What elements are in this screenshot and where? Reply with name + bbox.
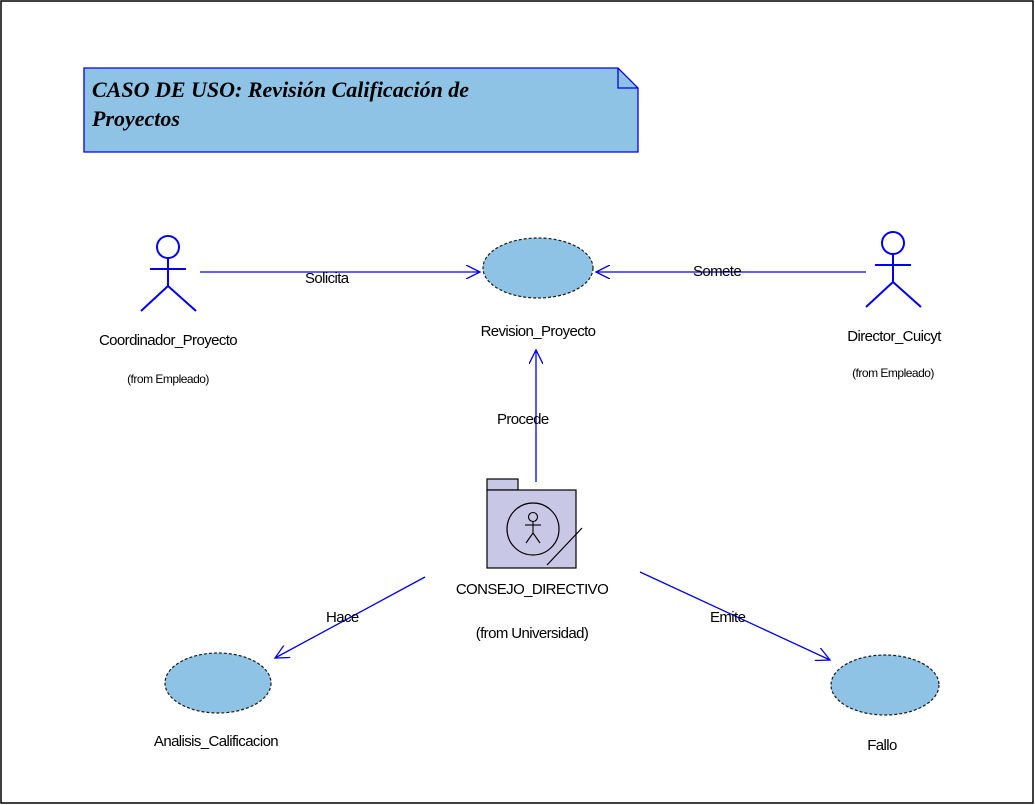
actor-origin: (from Empleado) — [852, 366, 934, 380]
actor-in-circle-icon — [506, 502, 560, 556]
note-title-line1: CASO DE USO: Revisión Calificación de — [92, 77, 469, 102]
actor-origin: (from Empleado) — [127, 372, 209, 386]
package-origin: (from Universidad) — [476, 625, 589, 642]
note-body — [83, 67, 639, 153]
use-case-revision-proyecto[interactable]: Revision_Proyecto — [481, 237, 596, 340]
actor-coordinador-proyecto[interactable]: Coordinador_Proyecto (from Empleado) — [99, 235, 238, 386]
note-title-line2: Proyectos — [91, 106, 180, 131]
use-case-fallo[interactable]: Fallo — [830, 654, 940, 754]
stick-figure-icon — [140, 235, 197, 312]
edge-label-solicita: Solicita — [305, 270, 350, 287]
use-case-label: Revision_Proyecto — [481, 323, 596, 340]
use-case-label: Fallo — [867, 737, 897, 754]
use-case-ellipse — [164, 652, 272, 714]
package-body — [486, 489, 577, 569]
edge-label-procede: Procede — [497, 411, 549, 428]
actor-name: Director_Cuicyt — [847, 328, 942, 345]
edge-emite — [639, 571, 830, 660]
actor-director-cuicyt[interactable]: Director_Cuicyt (from Empleado) — [847, 231, 943, 380]
package-name: CONSEJO_DIRECTIVO — [456, 581, 608, 598]
edge-label-somete: Somete — [693, 263, 741, 280]
edge-hace — [275, 576, 426, 658]
note-corner-fold — [617, 68, 638, 89]
stick-figure-icon — [865, 231, 922, 308]
use-case-ellipse — [830, 654, 940, 716]
use-case-label: Analisis_Calificacion — [154, 733, 278, 750]
package-consejo-directivo[interactable]: CONSEJO_DIRECTIVO (from Universidad) — [456, 478, 609, 642]
edge-label-hace: Hace — [326, 609, 359, 626]
use-case-analisis-calificacion[interactable]: Analisis_Calificacion — [154, 652, 279, 750]
edge-label-emite: Emite — [710, 609, 746, 626]
use-case-ellipse — [482, 237, 594, 299]
package-tab — [486, 478, 519, 491]
actor-name: Coordinador_Proyecto — [99, 332, 237, 349]
title-note[interactable]: CASO DE USO: Revisión Calificación de Pr… — [83, 67, 639, 153]
package-slash — [546, 527, 583, 566]
